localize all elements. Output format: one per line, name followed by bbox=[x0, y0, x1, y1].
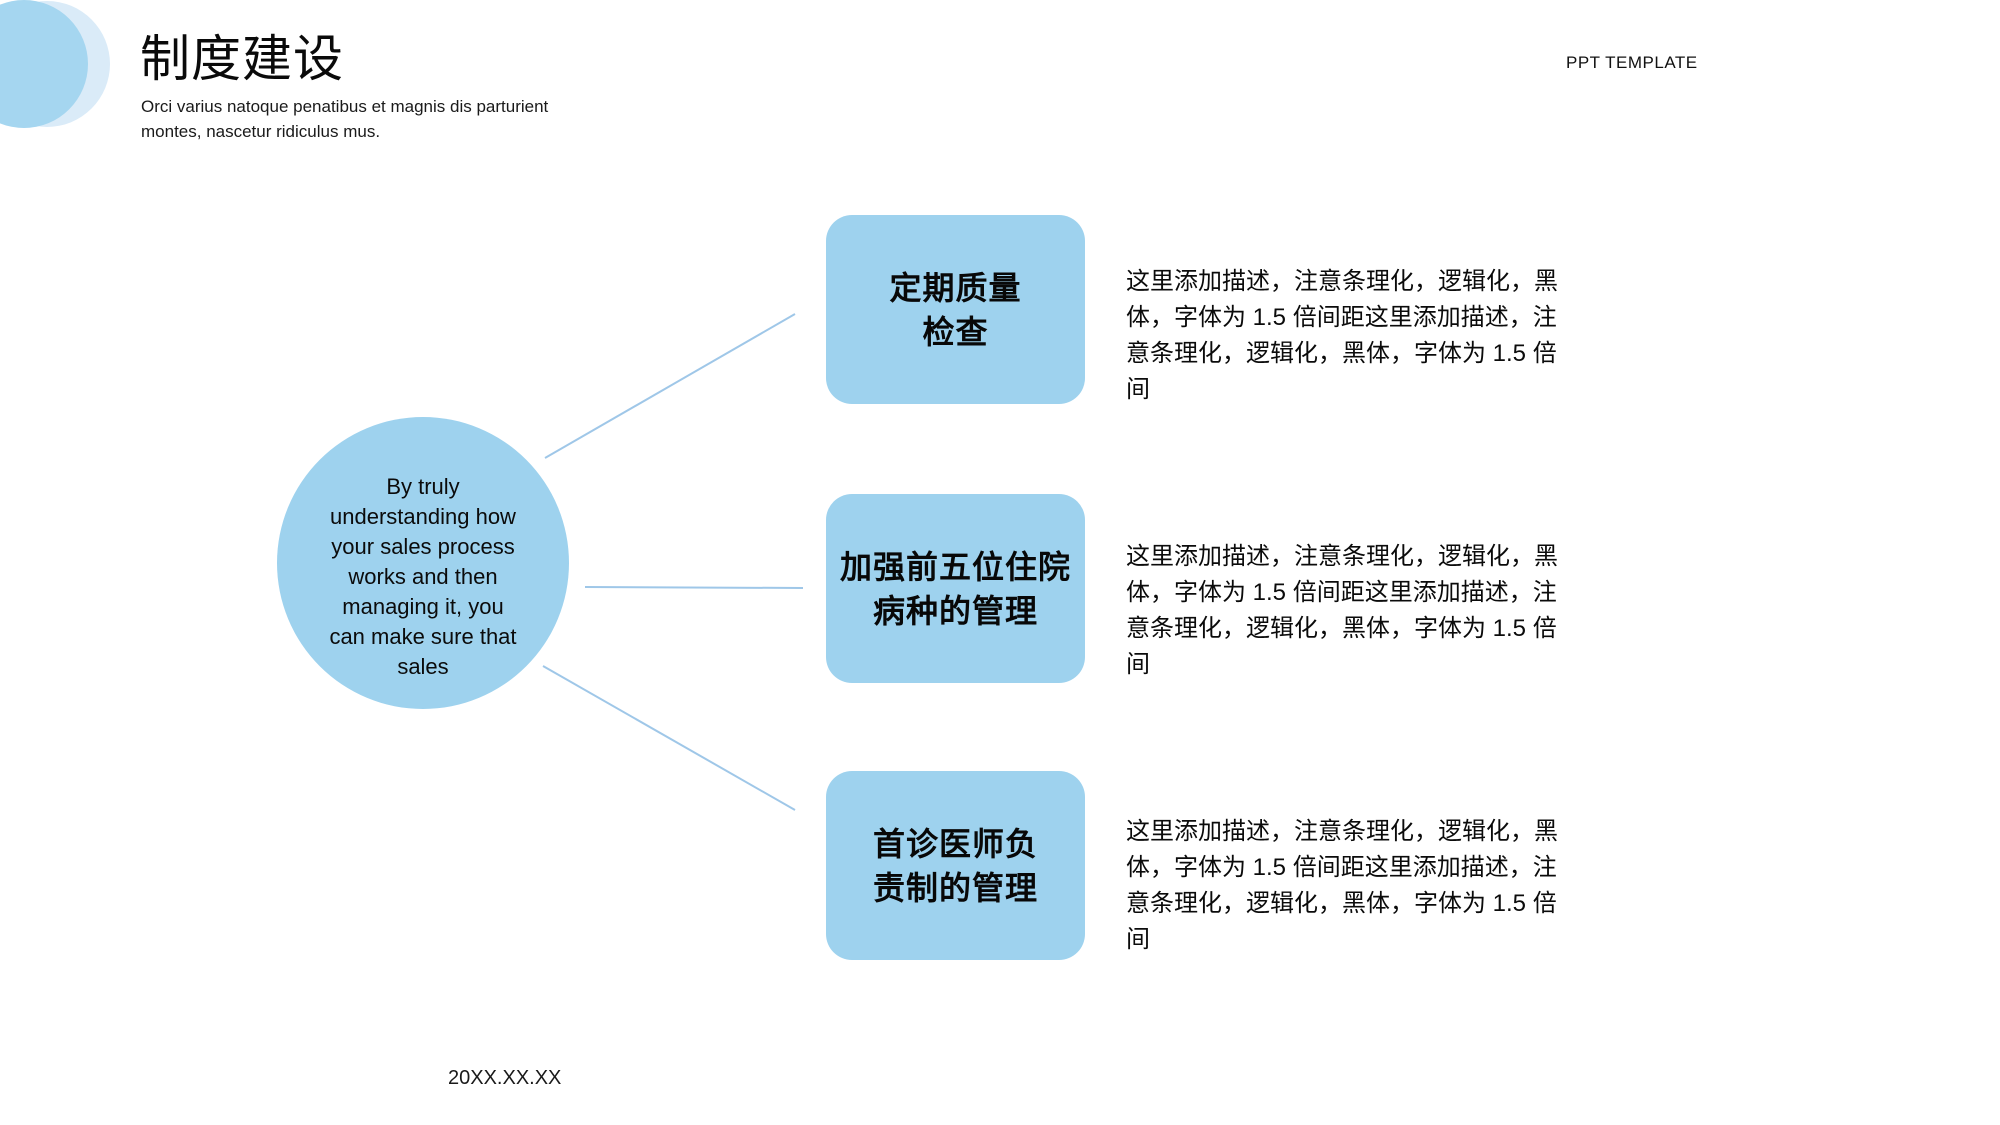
center-circle-text-line: sales bbox=[397, 654, 449, 679]
footer-date: 20XX.XX.XX bbox=[448, 1067, 562, 1089]
item-description-line: 意条理化，逻辑化，黑体，字体为 1.5 倍 bbox=[1126, 890, 1557, 917]
connector-line-middle bbox=[584, 586, 804, 589]
item-title: 首诊医师负 责制的管理 bbox=[873, 822, 1038, 910]
subtitle-line: Orci varius natoque penatibus et magnis … bbox=[141, 97, 549, 116]
item-description-line: 意条理化，逻辑化，黑体，字体为 1.5 倍 bbox=[1126, 340, 1557, 367]
item-description: 这里添加描述，注意条理化，逻辑化，黑 体，字体为 1.5 倍间距这里添加描述，注… bbox=[1126, 539, 1612, 683]
subtitle-line: montes, nascetur ridiculus mus. bbox=[141, 122, 381, 141]
connector-line-bottom bbox=[542, 665, 796, 811]
item-description-line: 间 bbox=[1126, 651, 1150, 678]
page-title: 制度建设 bbox=[140, 31, 344, 87]
center-circle-text-line: works and then bbox=[348, 564, 498, 589]
item-description-line: 这里添加描述，注意条理化，逻辑化，黑 bbox=[1126, 543, 1558, 570]
item-title-line: 检查 bbox=[922, 313, 989, 350]
item-title: 加强前五位住院 病种的管理 bbox=[840, 545, 1071, 633]
center-circle-text-line: understanding how bbox=[330, 504, 516, 529]
item-title: 定期质量 检查 bbox=[889, 266, 1021, 354]
item-title-line: 首诊医师负 bbox=[872, 825, 1038, 862]
center-circle-text-line: By truly bbox=[386, 474, 460, 499]
item-title-line: 加强前五位住院 bbox=[839, 548, 1071, 585]
item-description-line: 这里添加描述，注意条理化，逻辑化，黑 bbox=[1126, 818, 1558, 845]
watermark-text: PPT TEMPLATE bbox=[1566, 53, 1698, 72]
center-circle-text-line: your sales process bbox=[331, 534, 515, 559]
item-title-line: 责制的管理 bbox=[872, 869, 1038, 906]
item-description-line: 意条理化，逻辑化，黑体，字体为 1.5 倍 bbox=[1126, 615, 1557, 642]
item-description-line: 体，字体为 1.5 倍间距这里添加描述，注 bbox=[1126, 854, 1557, 881]
connector-line-top bbox=[544, 313, 796, 459]
center-circle-text-line: can make sure that bbox=[329, 624, 517, 649]
item-description-line: 间 bbox=[1126, 376, 1150, 403]
subtitle: Orci varius natoque penatibus et magnis … bbox=[141, 94, 548, 144]
item-box-top5-inpatient: 加强前五位住院 病种的管理 bbox=[826, 494, 1085, 683]
item-box-first-doctor-responsibility: 首诊医师负 责制的管理 bbox=[826, 771, 1085, 960]
item-description-line: 间 bbox=[1126, 926, 1150, 953]
item-description-line: 体，字体为 1.5 倍间距这里添加描述，注 bbox=[1126, 304, 1557, 331]
item-title-line: 定期质量 bbox=[889, 269, 1022, 306]
center-circle-text-line: managing it, you bbox=[342, 594, 504, 619]
item-description: 这里添加描述，注意条理化，逻辑化，黑 体，字体为 1.5 倍间距这里添加描述，注… bbox=[1126, 264, 1612, 408]
item-box-quality-check: 定期质量 检查 bbox=[826, 215, 1085, 404]
item-description: 这里添加描述，注意条理化，逻辑化，黑 体，字体为 1.5 倍间距这里添加描述，注… bbox=[1126, 814, 1612, 958]
item-description-line: 这里添加描述，注意条理化，逻辑化，黑 bbox=[1126, 268, 1558, 295]
item-description-line: 体，字体为 1.5 倍间距这里添加描述，注 bbox=[1126, 579, 1557, 606]
center-circle-text: By truly understanding how your sales pr… bbox=[329, 472, 516, 682]
center-circle-shape: By truly understanding how your sales pr… bbox=[277, 417, 569, 709]
item-title-line: 病种的管理 bbox=[872, 592, 1038, 629]
